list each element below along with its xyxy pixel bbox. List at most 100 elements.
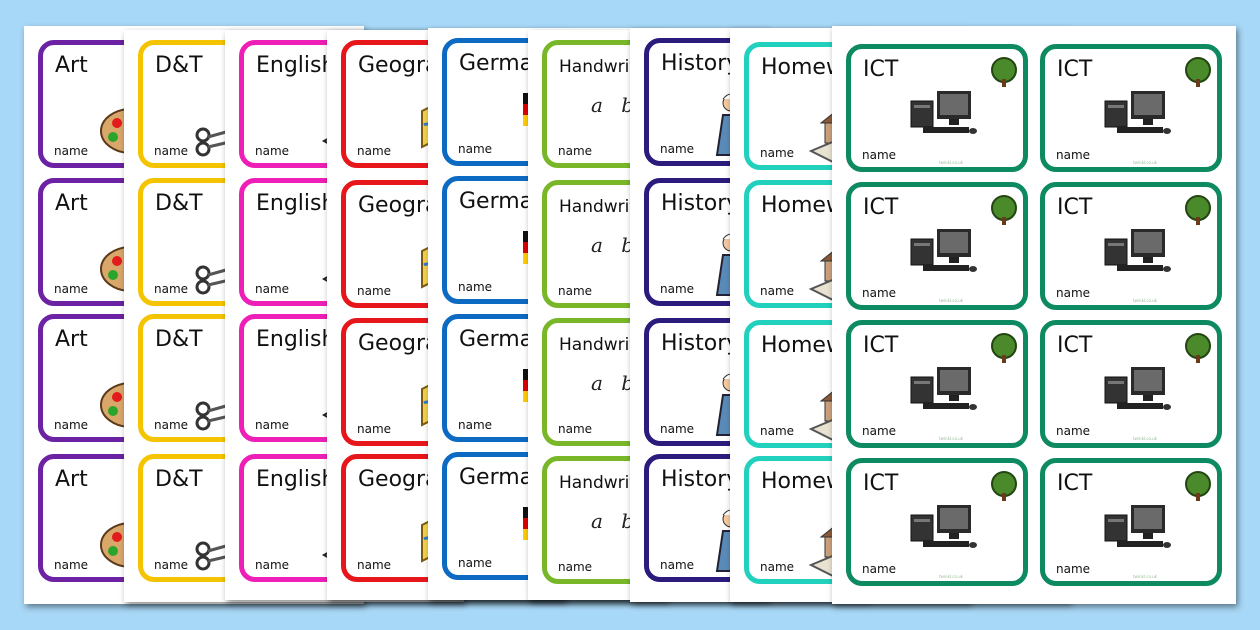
name-label: name [558,422,593,436]
card-title: History [661,191,740,216]
tree-icon [991,471,1017,505]
tree-icon [991,57,1017,91]
cursive-letters-icon: a b [591,371,641,395]
name-label: name [54,418,89,432]
card-title: D&T [155,53,203,78]
name-label: name [660,282,695,296]
name-label: name [357,422,392,436]
card-title: ICT [1057,333,1093,358]
computer-icon [1103,87,1171,139]
name-label: name [862,562,897,576]
card-title: ICT [863,57,899,82]
name-label: name [54,558,89,572]
name-label: name [54,144,89,158]
footer-credit: twinkl.co.uk [939,160,963,165]
card-title: History [661,51,740,76]
card-title: History [661,467,740,492]
name-label: name [54,282,89,296]
card-title: D&T [155,191,203,216]
name-label: name [760,560,795,574]
name-label: name [154,558,189,572]
name-label: name [1056,562,1091,576]
card-title: History [661,331,740,356]
card-title: D&T [155,467,203,492]
name-card-ict: ICT twinkl.co.uk name [846,320,1028,448]
name-label: name [1056,424,1091,438]
name-label: name [660,142,695,156]
tree-icon [991,195,1017,229]
name-label: name [255,144,290,158]
card-title: ICT [863,195,899,220]
name-label: name [255,558,290,572]
name-label: name [458,418,493,432]
cursive-letters-icon: a b [591,93,641,117]
name-label: name [357,284,392,298]
card-title: ICT [863,471,899,496]
card-title: Art [55,327,88,352]
cursive-letters-icon: a b [591,509,641,533]
computer-icon [909,501,977,553]
name-card-ict: ICT twinkl.co.uk name [1040,44,1222,172]
name-label: name [154,282,189,296]
name-label: name [862,424,897,438]
card-title: ICT [863,333,899,358]
computer-icon [909,363,977,415]
name-card-ict: ICT twinkl.co.uk name [846,182,1028,310]
card-title: English [256,191,336,216]
card-title: ICT [1057,195,1093,220]
name-label: name [760,424,795,438]
name-label: name [154,144,189,158]
card-title: Art [55,191,88,216]
name-label: name [458,142,493,156]
card-title: Art [55,53,88,78]
card-title: English [256,327,336,352]
computer-icon [909,87,977,139]
footer-credit: twinkl.co.uk [939,436,963,441]
tree-icon [1185,57,1211,91]
name-label: name [660,558,695,572]
name-card-ict: ICT twinkl.co.uk name [1040,458,1222,586]
computer-icon [1103,225,1171,277]
footer-credit: twinkl.co.uk [939,574,963,579]
name-label: name [862,286,897,300]
tree-icon [1185,471,1211,505]
name-card-ict: ICT twinkl.co.uk name [846,458,1028,586]
tree-icon [1185,195,1211,229]
name-label: name [154,418,189,432]
name-label: name [1056,148,1091,162]
name-label: name [458,280,493,294]
tree-icon [991,333,1017,367]
name-label: name [760,146,795,160]
name-card-ict: ICT twinkl.co.uk name [1040,182,1222,310]
card-title: English [256,53,336,78]
computer-icon [1103,363,1171,415]
name-label: name [458,556,493,570]
name-label: name [660,422,695,436]
cursive-letters-icon: a b [591,233,641,257]
name-label: name [862,148,897,162]
footer-credit: twinkl.co.uk [939,298,963,303]
name-label: name [760,284,795,298]
name-label: name [1056,286,1091,300]
card-title: ICT [1057,471,1093,496]
name-label: name [255,282,290,296]
name-label: name [255,418,290,432]
card-title: Art [55,467,88,492]
computer-icon [1103,501,1171,553]
name-label: name [558,284,593,298]
computer-icon [909,225,977,277]
card-title: English [256,467,336,492]
name-label: name [357,558,392,572]
footer-credit: twinkl.co.uk [1133,436,1157,441]
name-label: name [357,144,392,158]
footer-credit: twinkl.co.uk [1133,574,1157,579]
card-title: D&T [155,327,203,352]
name-card-ict: ICT twinkl.co.uk name [846,44,1028,172]
tree-icon [1185,333,1211,367]
footer-credit: twinkl.co.uk [1133,160,1157,165]
footer-credit: twinkl.co.uk [1133,298,1157,303]
name-card-ict: ICT twinkl.co.uk name [1040,320,1222,448]
card-title: ICT [1057,57,1093,82]
name-label: name [558,144,593,158]
